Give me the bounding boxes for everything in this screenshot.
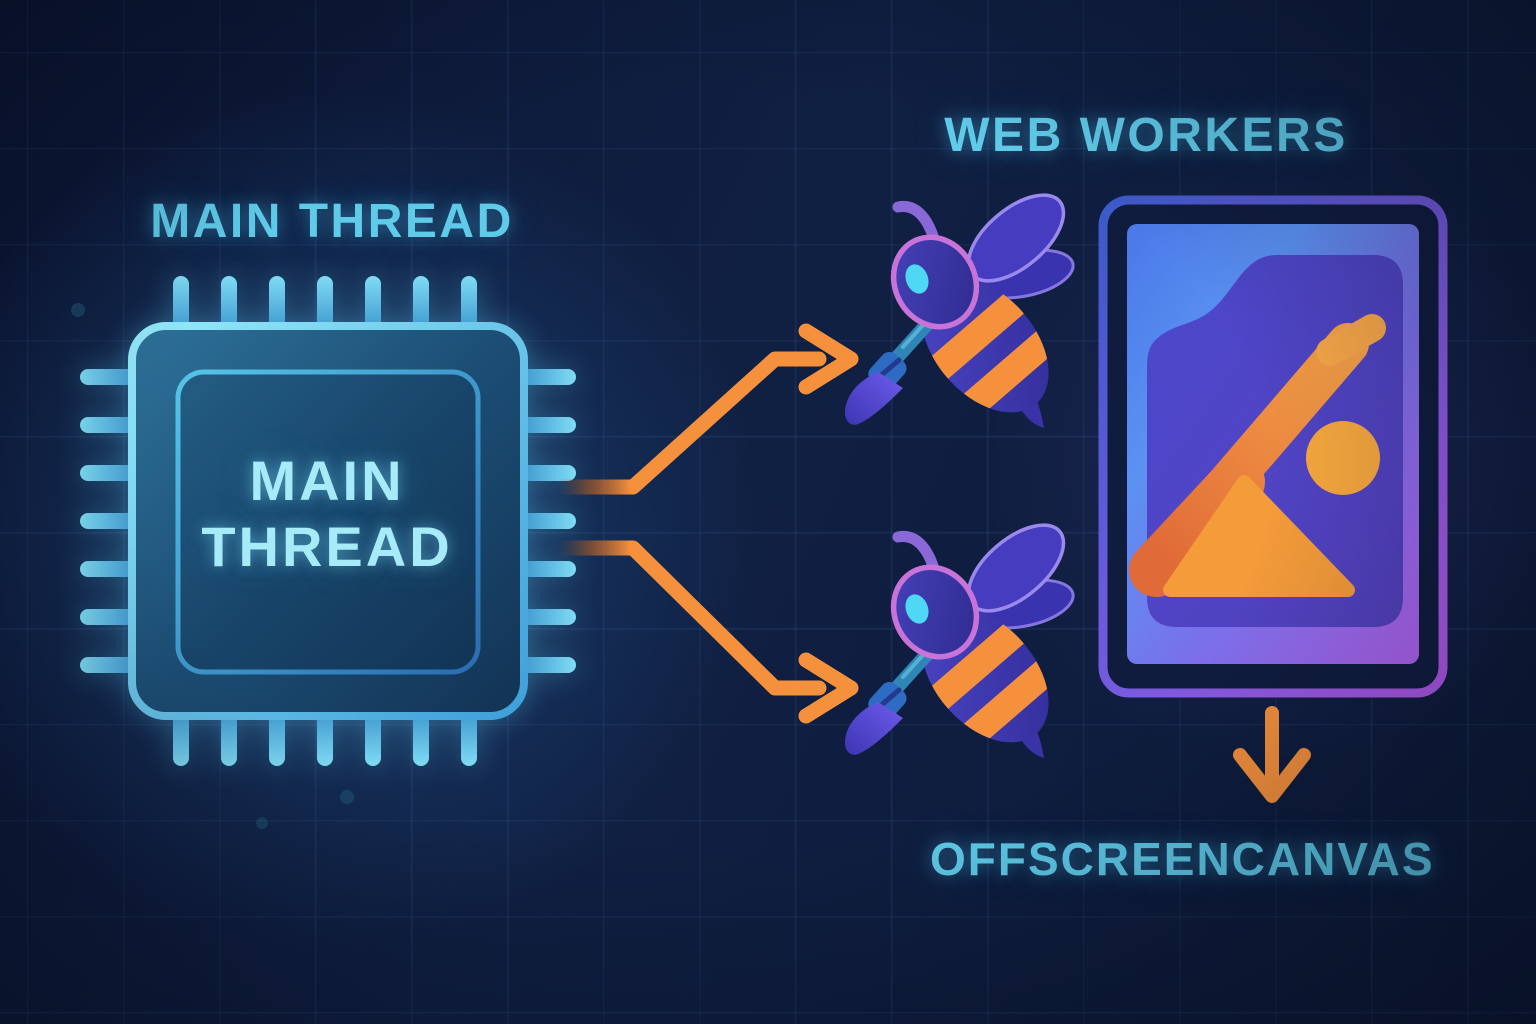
diagram-stage: MAIN THREAD WEB WORKERS OFFSCREENCANVAS … (0, 0, 1536, 1024)
vignette-overlay (0, 0, 1536, 1024)
